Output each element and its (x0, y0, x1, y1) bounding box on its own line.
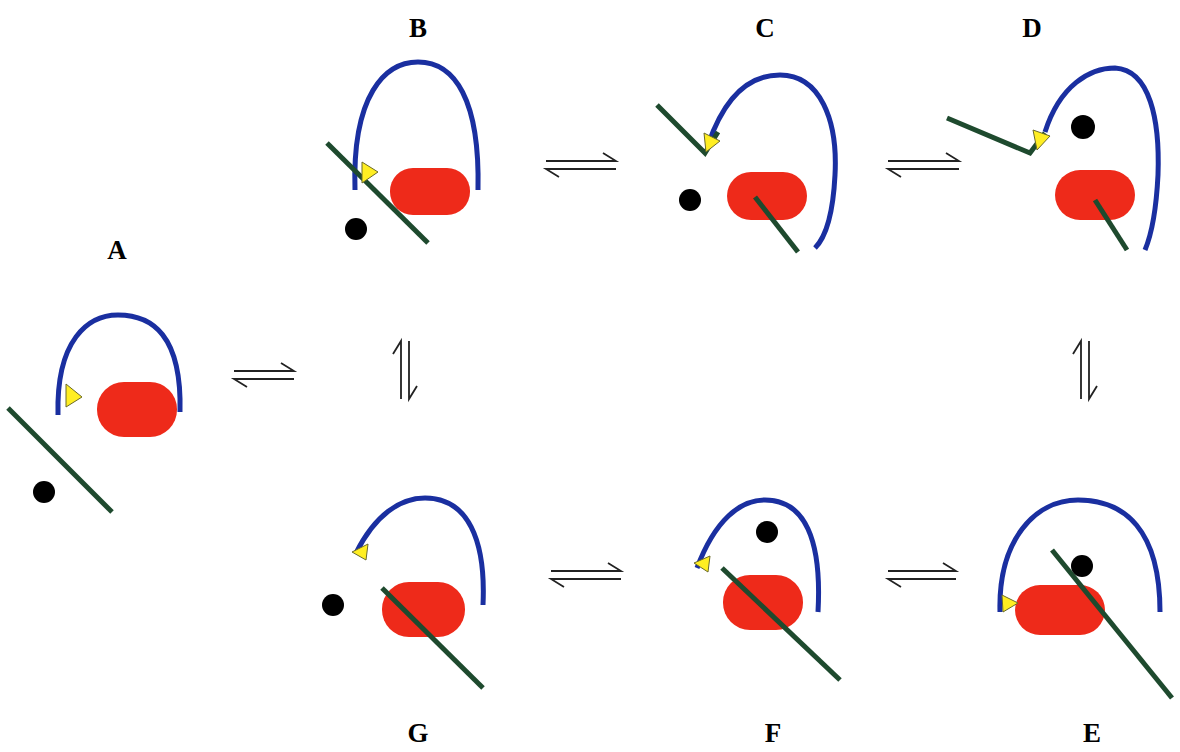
state-d-figure (947, 68, 1158, 250)
equilibrium-arrow (551, 563, 621, 587)
state-letter: B (409, 15, 427, 42)
state-node: D (965, 0, 1178, 335)
state-node: G (300, 405, 545, 752)
state-a-figure (8, 315, 180, 512)
equilibrium-arrow (234, 363, 294, 387)
state-letter: C (755, 15, 775, 42)
state-letter: A (107, 237, 127, 264)
state-node: E (962, 405, 1178, 752)
state-f-figure (694, 500, 840, 680)
equilibrium-arrow (393, 341, 417, 399)
state-node: B (300, 0, 540, 335)
equilibrium-arrow (1073, 341, 1097, 399)
state-letter: D (1022, 15, 1042, 42)
state-node: F (627, 405, 882, 752)
equilibrium-arrow (888, 153, 959, 177)
state-letter: G (407, 720, 428, 747)
state-node: C (622, 0, 882, 335)
state-letter: E (1083, 720, 1101, 747)
equilibrium-arrow (888, 563, 956, 587)
state-g-figure (322, 498, 483, 688)
state-letter: F (765, 720, 782, 747)
state-e-figure (1000, 500, 1172, 698)
state-node: A (0, 225, 228, 520)
equilibrium-arrow (546, 153, 616, 177)
state-c-figure (657, 75, 835, 252)
state-b-figure (327, 62, 478, 243)
